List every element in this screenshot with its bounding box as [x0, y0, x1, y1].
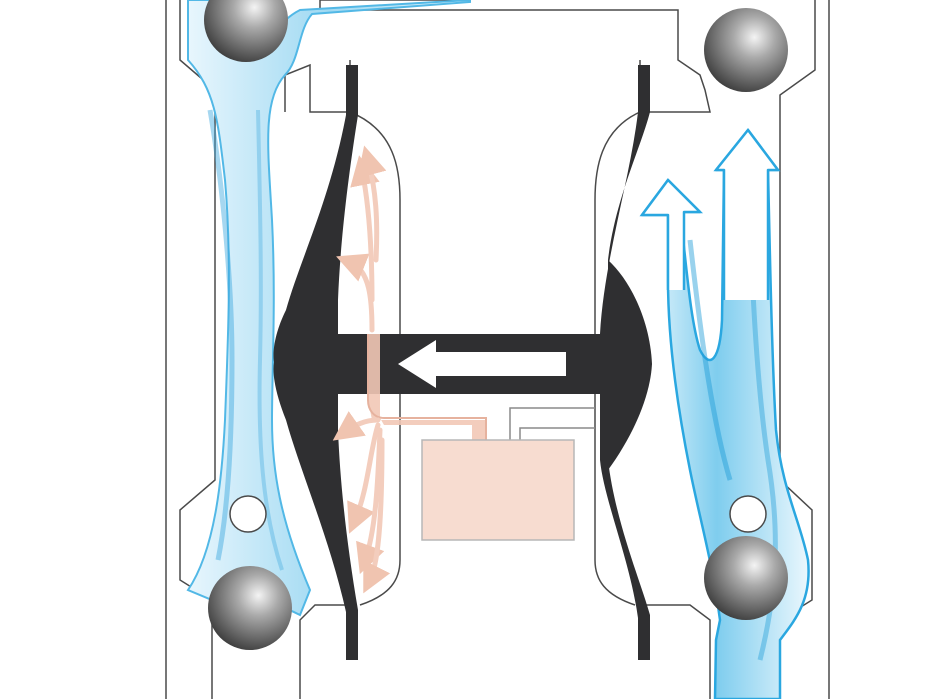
right-diaphragm	[600, 65, 652, 660]
left-diaphragm	[273, 65, 358, 660]
port-holes	[229, 495, 767, 533]
left-fluid-column	[186, 0, 471, 617]
air-flow-arrows	[332, 145, 391, 594]
ball-valve-icon	[204, 0, 788, 650]
arrow-left-icon	[398, 340, 566, 388]
air-supply-path	[367, 334, 595, 440]
arrow-up-icon	[640, 128, 780, 300]
air-valve-icon	[421, 439, 575, 541]
